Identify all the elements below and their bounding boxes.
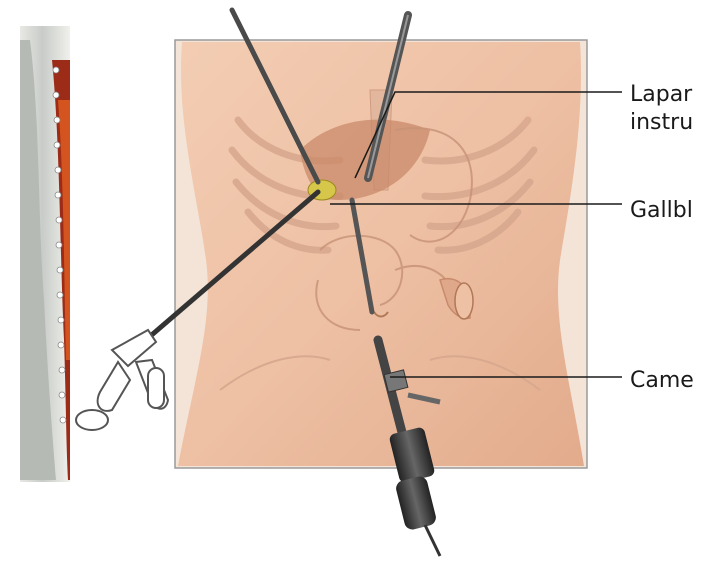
camera-label: Came [630, 369, 694, 393]
torso-panel [175, 40, 587, 468]
side-view-figure [20, 26, 70, 482]
gallbladder-label: Gallbl [630, 199, 693, 223]
laparoscopic-label-line1: Lapar [630, 83, 692, 107]
laparoscopic-label-line2: instru [630, 111, 693, 135]
